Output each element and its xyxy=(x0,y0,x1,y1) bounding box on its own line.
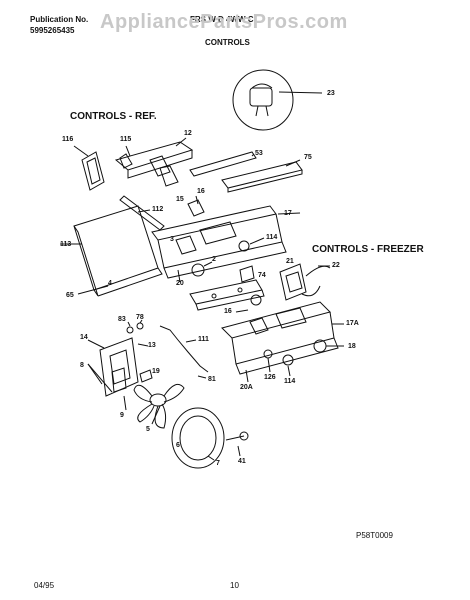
part-111-wire xyxy=(159,325,209,373)
callout-126: 126 xyxy=(264,374,276,381)
publication-number: 5995265435 xyxy=(30,26,75,35)
publication-label: Publication No. xyxy=(30,15,89,24)
callout-113: 113 xyxy=(60,241,72,248)
callout-111: 111 xyxy=(198,336,209,343)
callout-13: 13 xyxy=(148,342,156,349)
callout-114: 114 xyxy=(266,234,278,241)
callout-53: 53 xyxy=(255,150,263,157)
part-7-fan-shroud xyxy=(171,407,225,469)
part-12-control-housing xyxy=(114,137,194,187)
callout-20: 20 xyxy=(176,280,184,287)
part-18-knob xyxy=(313,339,344,353)
callout-41: 41 xyxy=(238,458,246,465)
part-116-bezel xyxy=(73,145,105,191)
part-112-rod xyxy=(119,195,165,231)
part-21-22-freezer-thermostat xyxy=(279,263,331,301)
callout-81: 81 xyxy=(208,376,216,383)
callout-16: 16 xyxy=(197,188,205,195)
callout-15: 15 xyxy=(176,196,184,203)
callout-8: 8 xyxy=(80,362,84,369)
part-15-16-clip xyxy=(187,195,205,217)
callout-83: 83 xyxy=(118,316,126,323)
part-41-screw xyxy=(225,431,249,457)
model-number: FRS W D 4WW C xyxy=(190,15,254,24)
callout-14: 14 xyxy=(80,334,88,341)
callout-65: 65 xyxy=(66,292,74,299)
section-label-ref: CONTROLS - REF. xyxy=(70,111,157,122)
diagram-code: P58T0009 xyxy=(356,531,393,540)
callout-9: 9 xyxy=(120,412,124,419)
thermostat-inset xyxy=(232,69,323,131)
callout-2: 2 xyxy=(212,256,216,263)
callout-17: 17 xyxy=(284,210,292,217)
callout-114b: 114 xyxy=(284,378,296,385)
callout-12: 12 xyxy=(184,130,192,137)
callout-3: 3 xyxy=(170,236,174,243)
part-75-cover xyxy=(221,159,303,193)
part-16-bulb xyxy=(235,294,262,313)
callout-20a: 20A xyxy=(240,384,253,391)
part-83-78-screws xyxy=(126,319,144,334)
callout-23: 23 xyxy=(327,90,335,97)
watermark: AppliancePartsPros.com xyxy=(100,11,348,33)
part-74-plate xyxy=(189,265,265,311)
callout-116: 116 xyxy=(62,136,74,143)
part-17a-freezer-housing xyxy=(221,301,344,375)
callout-115: 115 xyxy=(120,136,132,143)
callout-78: 78 xyxy=(136,314,144,321)
section-label-freezer: CONTROLS - FREEZER xyxy=(312,244,424,255)
callout-22: 22 xyxy=(332,262,340,269)
callout-5: 5 xyxy=(146,426,150,433)
callout-18: 18 xyxy=(348,343,356,350)
part-19-clip xyxy=(139,369,153,383)
callout-19: 19 xyxy=(152,368,160,375)
callout-74: 74 xyxy=(258,272,266,279)
callout-112: 112 xyxy=(152,206,164,213)
callout-17a: 17A xyxy=(346,320,359,327)
footer-date: 04/95 xyxy=(34,581,55,590)
callout-7: 7 xyxy=(216,460,220,467)
part-113-tray xyxy=(60,205,163,297)
part-126-114 xyxy=(263,349,294,377)
part-17-bracket xyxy=(151,205,301,279)
page-title: CONTROLS xyxy=(205,38,250,47)
callout-4: 4 xyxy=(108,280,112,287)
callout-6: 6 xyxy=(176,442,180,449)
callout-16b: 16 xyxy=(224,308,232,315)
part-53 xyxy=(189,151,257,177)
part-2-knob xyxy=(191,261,213,277)
callout-75: 75 xyxy=(304,154,312,161)
part-5-6-fan-blade xyxy=(133,383,185,429)
page-number: 10 xyxy=(230,581,239,590)
part-13-14-fan-bracket xyxy=(87,337,149,397)
callout-21: 21 xyxy=(286,258,294,265)
